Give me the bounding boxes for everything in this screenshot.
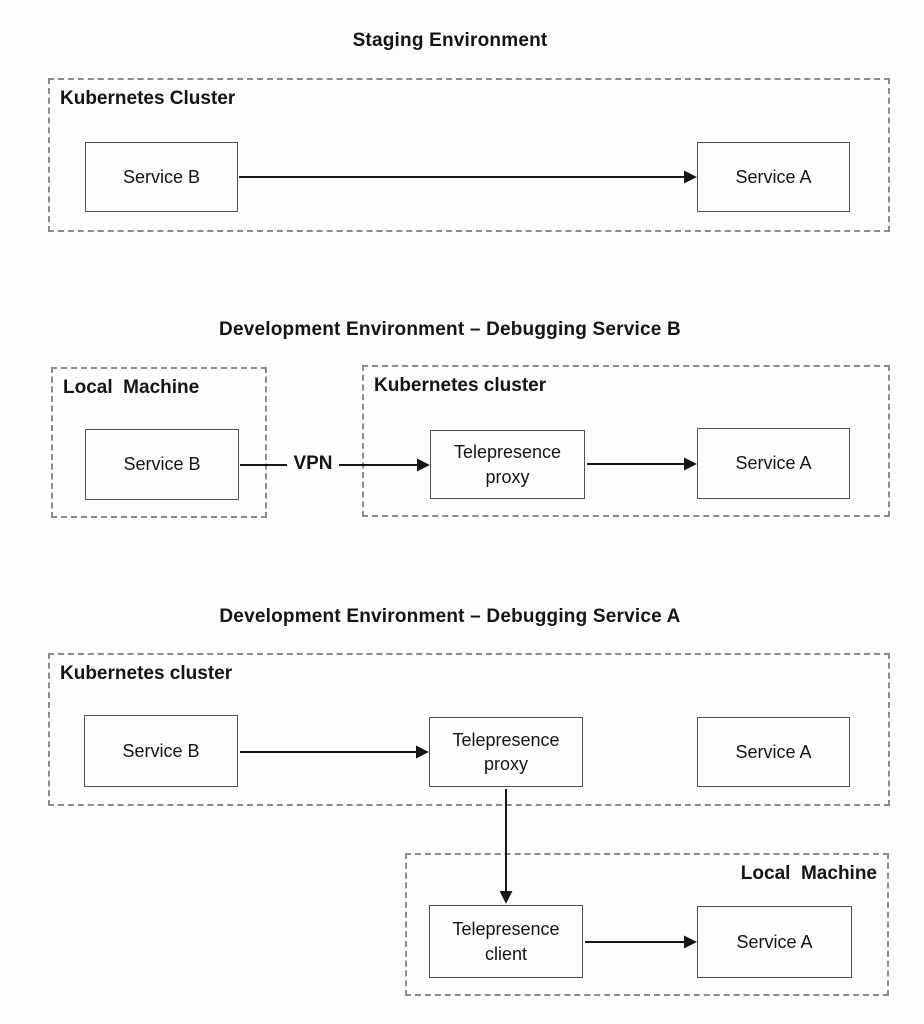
deva-service-b-node: Service B (84, 715, 238, 787)
deva-cluster-label: Kubernetes cluster (60, 663, 233, 684)
deva-telepresence-proxy-node: Telepresence proxy (429, 717, 583, 787)
staging-service-a-node: Service A (697, 142, 850, 212)
section-title-debugging-service-a: Development Environment – Debugging Serv… (219, 606, 681, 627)
deva-service-a-node: Service A (697, 717, 850, 787)
deva-local-machine-container: Local Machine (405, 853, 889, 996)
devb-service-a-node: Service A (697, 428, 850, 499)
devb-telepresence-proxy-node: Telepresence proxy (430, 430, 585, 499)
deva-local-service-a-node: Service A (697, 906, 852, 978)
staging-kubernetes-cluster-container: Kubernetes Cluster (48, 78, 890, 232)
devb-cluster-label: Kubernetes cluster (374, 375, 547, 396)
section-title-staging: Staging Environment (352, 30, 548, 51)
devb-local-machine-label: Local Machine (63, 377, 200, 398)
staging-service-b-node: Service B (85, 142, 238, 212)
devb-local-machine-container: Local Machine (51, 367, 267, 518)
deva-kubernetes-cluster-container: Kubernetes cluster (48, 653, 890, 806)
vpn-label: VPN (293, 453, 333, 474)
deva-telepresence-client-node: Telepresence client (429, 905, 583, 978)
devb-service-b-node: Service B (85, 429, 239, 500)
section-title-debugging-service-b: Development Environment – Debugging Serv… (219, 319, 681, 340)
devb-kubernetes-cluster-container: Kubernetes cluster (362, 365, 890, 517)
staging-cluster-label: Kubernetes Cluster (60, 88, 236, 109)
deva-local-machine-label: Local Machine (740, 863, 877, 884)
